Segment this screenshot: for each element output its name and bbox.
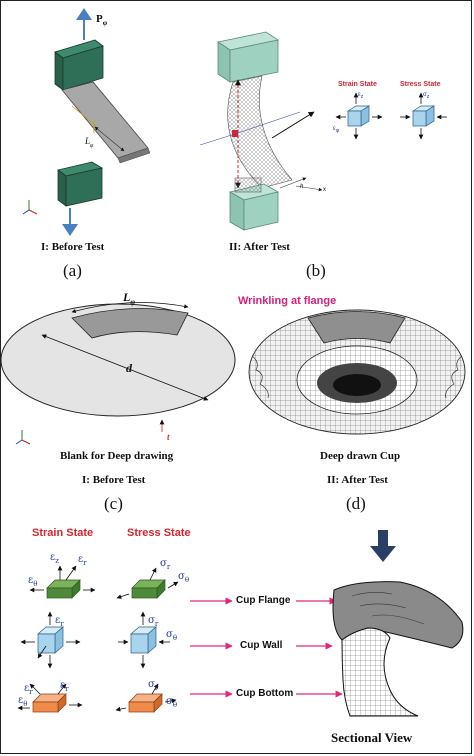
- flange-eps-z: εz: [50, 552, 59, 565]
- thickness-label: t: [167, 432, 170, 442]
- panel-letter-b: (b): [306, 261, 326, 280]
- flange-strain-block: [46, 587, 73, 599]
- wall-sigma-theta: σθ: [166, 629, 178, 642]
- panel-b-state-cubes: [335, 92, 447, 140]
- blank-label: Blank for Deep drawing: [60, 450, 174, 462]
- wall-stress-cube: [130, 633, 149, 654]
- caption-a: I: Before Test: [41, 241, 105, 253]
- panel-letter-d: (d): [346, 494, 366, 513]
- bottom-sigma-r: σr: [148, 679, 159, 692]
- bottom-sigma-theta: σθ: [166, 696, 178, 709]
- panel-letter-a: (a): [63, 261, 82, 280]
- strain-state-heading: Strain State: [32, 527, 94, 539]
- caption-c: I: Before Test: [82, 474, 146, 486]
- eps-z-label: εz: [358, 92, 364, 101]
- panel-c-blank: [0, 302, 236, 445]
- sectional-view-label: Sectional View: [331, 730, 413, 745]
- cup-label: Deep drawn Cup: [320, 450, 401, 462]
- zoom-arrow: [271, 111, 315, 139]
- wall-sigma-r: σr: [148, 615, 159, 628]
- stress-state-b: Stress State: [400, 81, 441, 88]
- panel-letter-c: (c): [104, 494, 123, 513]
- length-label-c: Lφ: [123, 290, 136, 307]
- deformed-specimen: [227, 75, 293, 189]
- top-grip: [62, 45, 104, 91]
- strain-cube-b: [347, 110, 362, 127]
- panel-d-cup: [248, 309, 466, 435]
- bottom-eps-theta: εθ: [18, 695, 28, 708]
- bottom-grip-after: [243, 191, 279, 231]
- sigma-z-label: σz: [423, 92, 430, 101]
- flange-sigma-r: σr: [160, 558, 171, 571]
- top-grip-after: [229, 39, 279, 83]
- wrinkling-annotation: Wrinkling at flange: [238, 295, 337, 307]
- wall-strain-cube: [37, 633, 56, 654]
- force-label: Pφ: [96, 13, 108, 28]
- flange-eps-r: εr: [78, 554, 87, 567]
- panel-a-specimen: [22, 8, 151, 236]
- panel-e-pointers: [190, 530, 396, 698]
- panel-e-cubes: [17, 565, 179, 713]
- flange-sigma-theta: σθ: [178, 571, 190, 584]
- stress-cube-b: [412, 110, 427, 127]
- eps-phi-label: εφ: [333, 126, 339, 135]
- punch-arrow-icon: [370, 530, 396, 562]
- sheet-specimen: [61, 81, 149, 159]
- cup-wall-label: Cup Wall: [240, 640, 283, 651]
- bottom-eps-r-1: εr: [24, 683, 33, 696]
- diameter-label: d: [126, 361, 132, 375]
- sectional-view-drawing: [332, 581, 464, 717]
- x-label: x: [323, 187, 326, 193]
- stress-state-heading: Stress State: [127, 527, 191, 539]
- bottom-strain-block: [32, 701, 59, 713]
- wall-eps-r: εr: [55, 615, 64, 628]
- flange-eps-theta: εθ: [28, 575, 38, 588]
- bottom-eps-r-2: εr: [60, 680, 69, 693]
- force-arrow-up-icon: [76, 8, 92, 40]
- bottom-grip: [65, 167, 103, 207]
- strain-state-b: Strain State: [338, 81, 377, 88]
- length-label-a: Lφ: [85, 136, 94, 149]
- cup-bottom-label: Cup Bottom: [236, 688, 294, 699]
- h-label: h: [300, 184, 304, 190]
- caption-d: II: After Test: [327, 474, 388, 486]
- flange-stress-block: [131, 587, 158, 599]
- panel-b-specimen: [199, 31, 323, 231]
- cup-flange-label: Cup Flange: [236, 595, 291, 606]
- caption-b: II: After Test: [229, 241, 290, 253]
- force-arrow-down-icon: [62, 208, 78, 236]
- wrinkled-segment: [307, 311, 406, 344]
- bottom-stress-block: [128, 701, 155, 713]
